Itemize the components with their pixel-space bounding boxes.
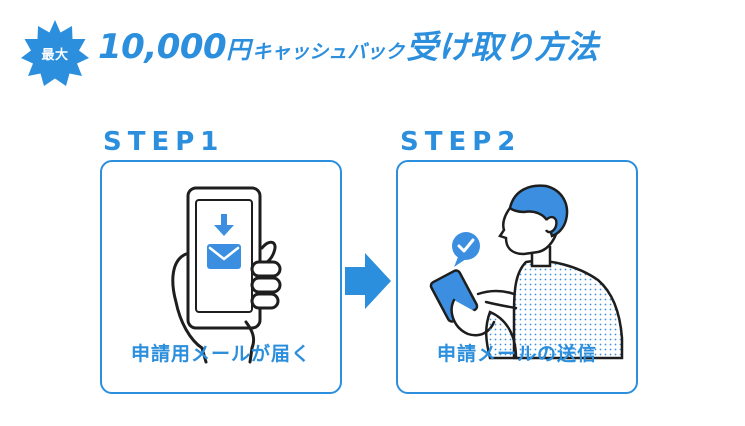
title-cashback: キャッシュバック: [252, 41, 405, 63]
badge-label: 最大: [41, 47, 69, 63]
title-yen: 円: [226, 36, 251, 64]
title-amount: 10,000: [98, 27, 227, 67]
step1-caption: 申請用メールが届く: [130, 343, 311, 365]
page-title: 10,000 円 キャッシュバック 受け取り方法: [98, 22, 598, 72]
person-phone-check-icon: [429, 184, 624, 360]
right-arrow-icon: [345, 253, 391, 309]
step2-caption: 申請メールの送信: [436, 343, 597, 365]
step2-card: 申請メールの送信: [396, 160, 638, 394]
phone-download-mail-icon: [171, 186, 282, 364]
page-header: 最大 10,000 円 キャッシュバック 受け取り方法: [0, 0, 745, 86]
step1-label: STEP1: [103, 127, 225, 157]
step1-card: 申請用メールが届く: [100, 160, 342, 394]
step2-label: STEP2: [400, 127, 522, 157]
starburst-icon: [21, 20, 89, 86]
starburst-badge: 最大: [20, 18, 90, 88]
title-method: 受け取り方法: [406, 28, 599, 66]
